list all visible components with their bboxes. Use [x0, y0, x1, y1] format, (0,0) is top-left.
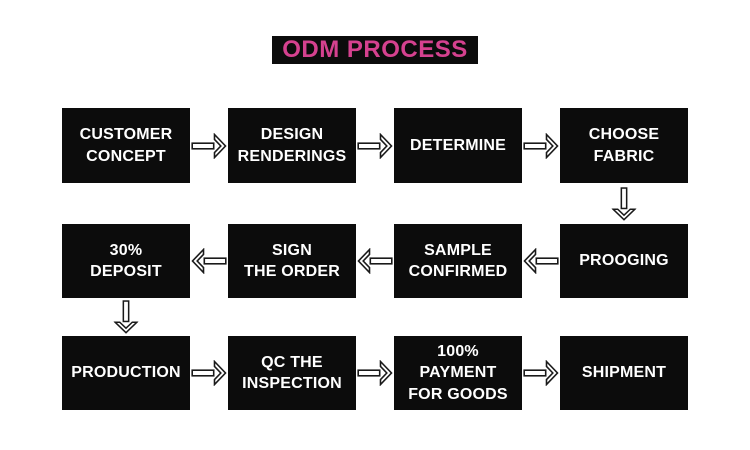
- connector: [190, 108, 228, 183]
- step-design-renderings: DESIGN RENDERINGS: [228, 108, 356, 183]
- arrow-right-icon: [191, 133, 227, 158]
- arrow-right-icon: [357, 133, 393, 158]
- arrow-right-icon: [523, 360, 559, 386]
- step-shipment: SHIPMENT: [560, 336, 688, 410]
- arrow-right-icon: [191, 360, 227, 386]
- arrow-left-icon: [357, 248, 393, 274]
- connector: [190, 336, 228, 410]
- arrow-down-icon: [114, 300, 138, 334]
- connector: [522, 336, 560, 410]
- connector: [522, 224, 560, 298]
- flow-row-2: 30% DEPOSIT SIGN THE ORDER SAMPLE CONFIR…: [62, 224, 688, 298]
- connector: [560, 183, 688, 224]
- step-30-percent-deposit: 30% DEPOSIT: [62, 224, 190, 298]
- step-qc-the-inspection: QC THE INSPECTION: [228, 336, 356, 410]
- flow-row-3: PRODUCTION QC THE INSPECTION 100% PAYMEN…: [62, 336, 688, 410]
- connector-row: [62, 183, 688, 224]
- page-title: ODM PROCESS: [272, 36, 478, 64]
- step-100-percent-payment-for-goods: 100% PAYMENT FOR GOODS: [394, 336, 522, 410]
- connector: [356, 224, 394, 298]
- connector: [522, 108, 560, 183]
- arrow-down-icon: [612, 186, 636, 220]
- step-choose-fabric: CHOOSE FABRIC: [560, 108, 688, 183]
- arrow-left-icon: [191, 248, 227, 274]
- connector: [62, 298, 190, 336]
- arrow-right-icon: [523, 133, 559, 158]
- connector: [356, 336, 394, 410]
- diagram-title-wrap: ODM PROCESS: [0, 36, 750, 64]
- step-prooging: PROOGING: [560, 224, 688, 298]
- flow-row-1: CUSTOMER CONCEPT DESIGN RENDERINGS DETER…: [62, 108, 688, 183]
- step-determine: DETERMINE: [394, 108, 522, 183]
- process-flow: CUSTOMER CONCEPT DESIGN RENDERINGS DETER…: [62, 108, 688, 410]
- step-sample-confirmed: SAMPLE CONFIRMED: [394, 224, 522, 298]
- connector: [190, 224, 228, 298]
- step-sign-the-order: SIGN THE ORDER: [228, 224, 356, 298]
- arrow-right-icon: [357, 360, 393, 386]
- connector-row: [62, 298, 688, 336]
- step-customer-concept: CUSTOMER CONCEPT: [62, 108, 190, 183]
- step-production: PRODUCTION: [62, 336, 190, 410]
- connector: [356, 108, 394, 183]
- arrow-left-icon: [523, 248, 559, 274]
